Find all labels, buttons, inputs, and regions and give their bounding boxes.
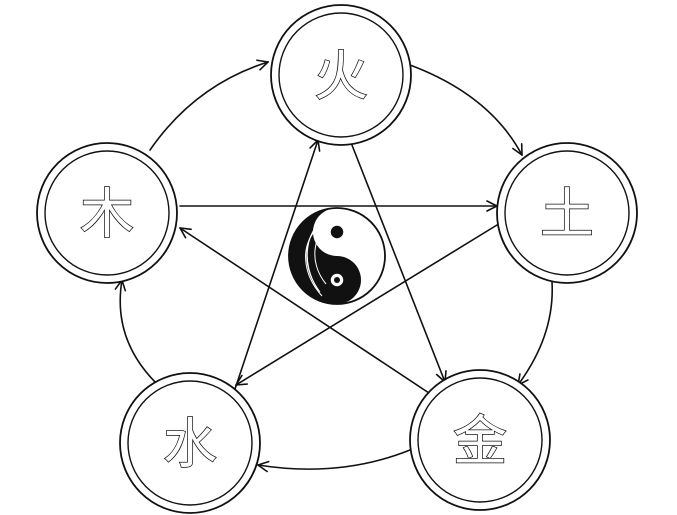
element-node-metal: 金 xyxy=(409,369,551,511)
element-glyph-earth: 土 xyxy=(540,183,594,246)
arc-fire-to-earth xyxy=(409,64,522,155)
element-node-fire: 火 xyxy=(270,4,412,146)
controlling-cycle xyxy=(180,139,498,396)
star-water-to-fire xyxy=(233,140,318,393)
element-node-wood: 木 xyxy=(36,142,178,284)
arc-metal-to-water xyxy=(258,449,411,469)
element-node-water: 水 xyxy=(119,372,261,514)
arc-wood-to-fire xyxy=(149,62,268,151)
element-glyph-water: 水 xyxy=(163,413,217,476)
arc-earth-to-metal xyxy=(518,281,554,385)
arc-water-to-wood xyxy=(120,280,159,386)
element-node-earth: 土 xyxy=(496,142,638,284)
element-glyph-fire: 火 xyxy=(314,45,368,108)
element-glyph-wood: 木 xyxy=(80,183,134,246)
star-earth-to-water xyxy=(236,224,498,385)
star-metal-to-wood xyxy=(180,228,433,396)
element-glyph-metal: 金 xyxy=(453,410,507,473)
star-fire-to-metal xyxy=(349,139,445,382)
generating-cycle xyxy=(120,62,554,469)
yin-yang-icon xyxy=(288,207,386,305)
